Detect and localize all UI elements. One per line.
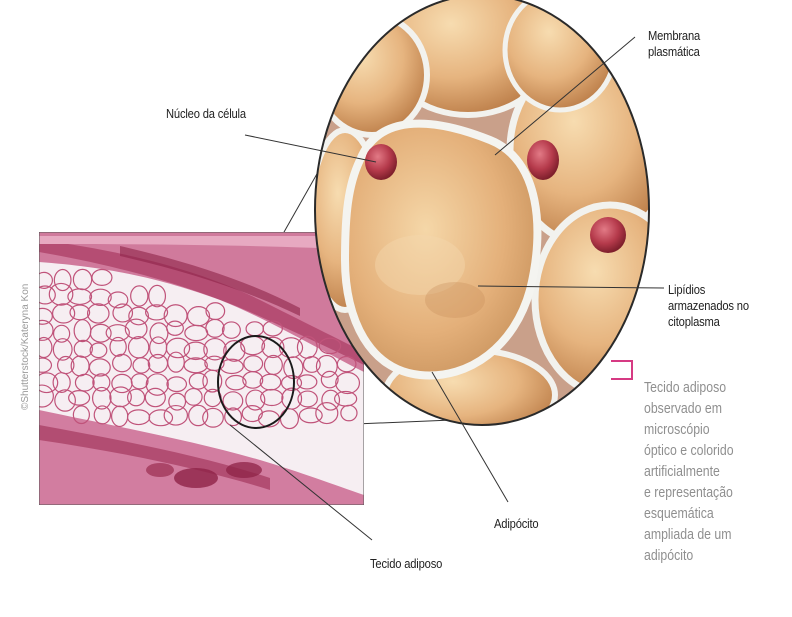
- label-tissue: Tecido adiposo: [370, 556, 442, 572]
- label-membrane: Membrana plasmática: [648, 28, 700, 60]
- caption-bracket: [611, 360, 633, 380]
- label-nucleus: Núcleo da célula: [166, 106, 246, 122]
- label-membrane-line1: Membrana: [648, 28, 700, 44]
- label-lipids-line3: citoplasma: [668, 314, 749, 330]
- label-lipids: Lipídios armazenados no citoplasma: [668, 282, 749, 330]
- label-lipids-line1: Lipídios: [668, 282, 749, 298]
- caption-line: óptico e colorido: [644, 440, 734, 461]
- caption-line: artificialmente: [644, 461, 734, 482]
- nucleus-main: [365, 144, 397, 180]
- caption-line: e representação: [644, 482, 734, 503]
- label-adipocyte: Adipócito: [494, 516, 538, 532]
- caption-line: ampliada de um: [644, 524, 734, 545]
- image-credit: ©Shutterstock/Kateryna Kon: [20, 210, 32, 410]
- nucleus-right-upper: [527, 140, 559, 180]
- label-membrane-line2: plasmática: [648, 44, 700, 60]
- label-lipids-line2: armazenados no: [668, 298, 749, 314]
- caption-line: adipócito: [644, 545, 734, 566]
- caption-line: Tecido adiposo: [644, 377, 734, 398]
- caption-line: microscópio: [644, 419, 734, 440]
- nucleus-right-lower: [590, 217, 626, 253]
- caption-line: esquemática: [644, 503, 734, 524]
- caption-line: observado em: [644, 398, 734, 419]
- figure-caption: Tecido adiposo observado em microscópio …: [644, 377, 734, 566]
- micrograph-image: [31, 232, 364, 505]
